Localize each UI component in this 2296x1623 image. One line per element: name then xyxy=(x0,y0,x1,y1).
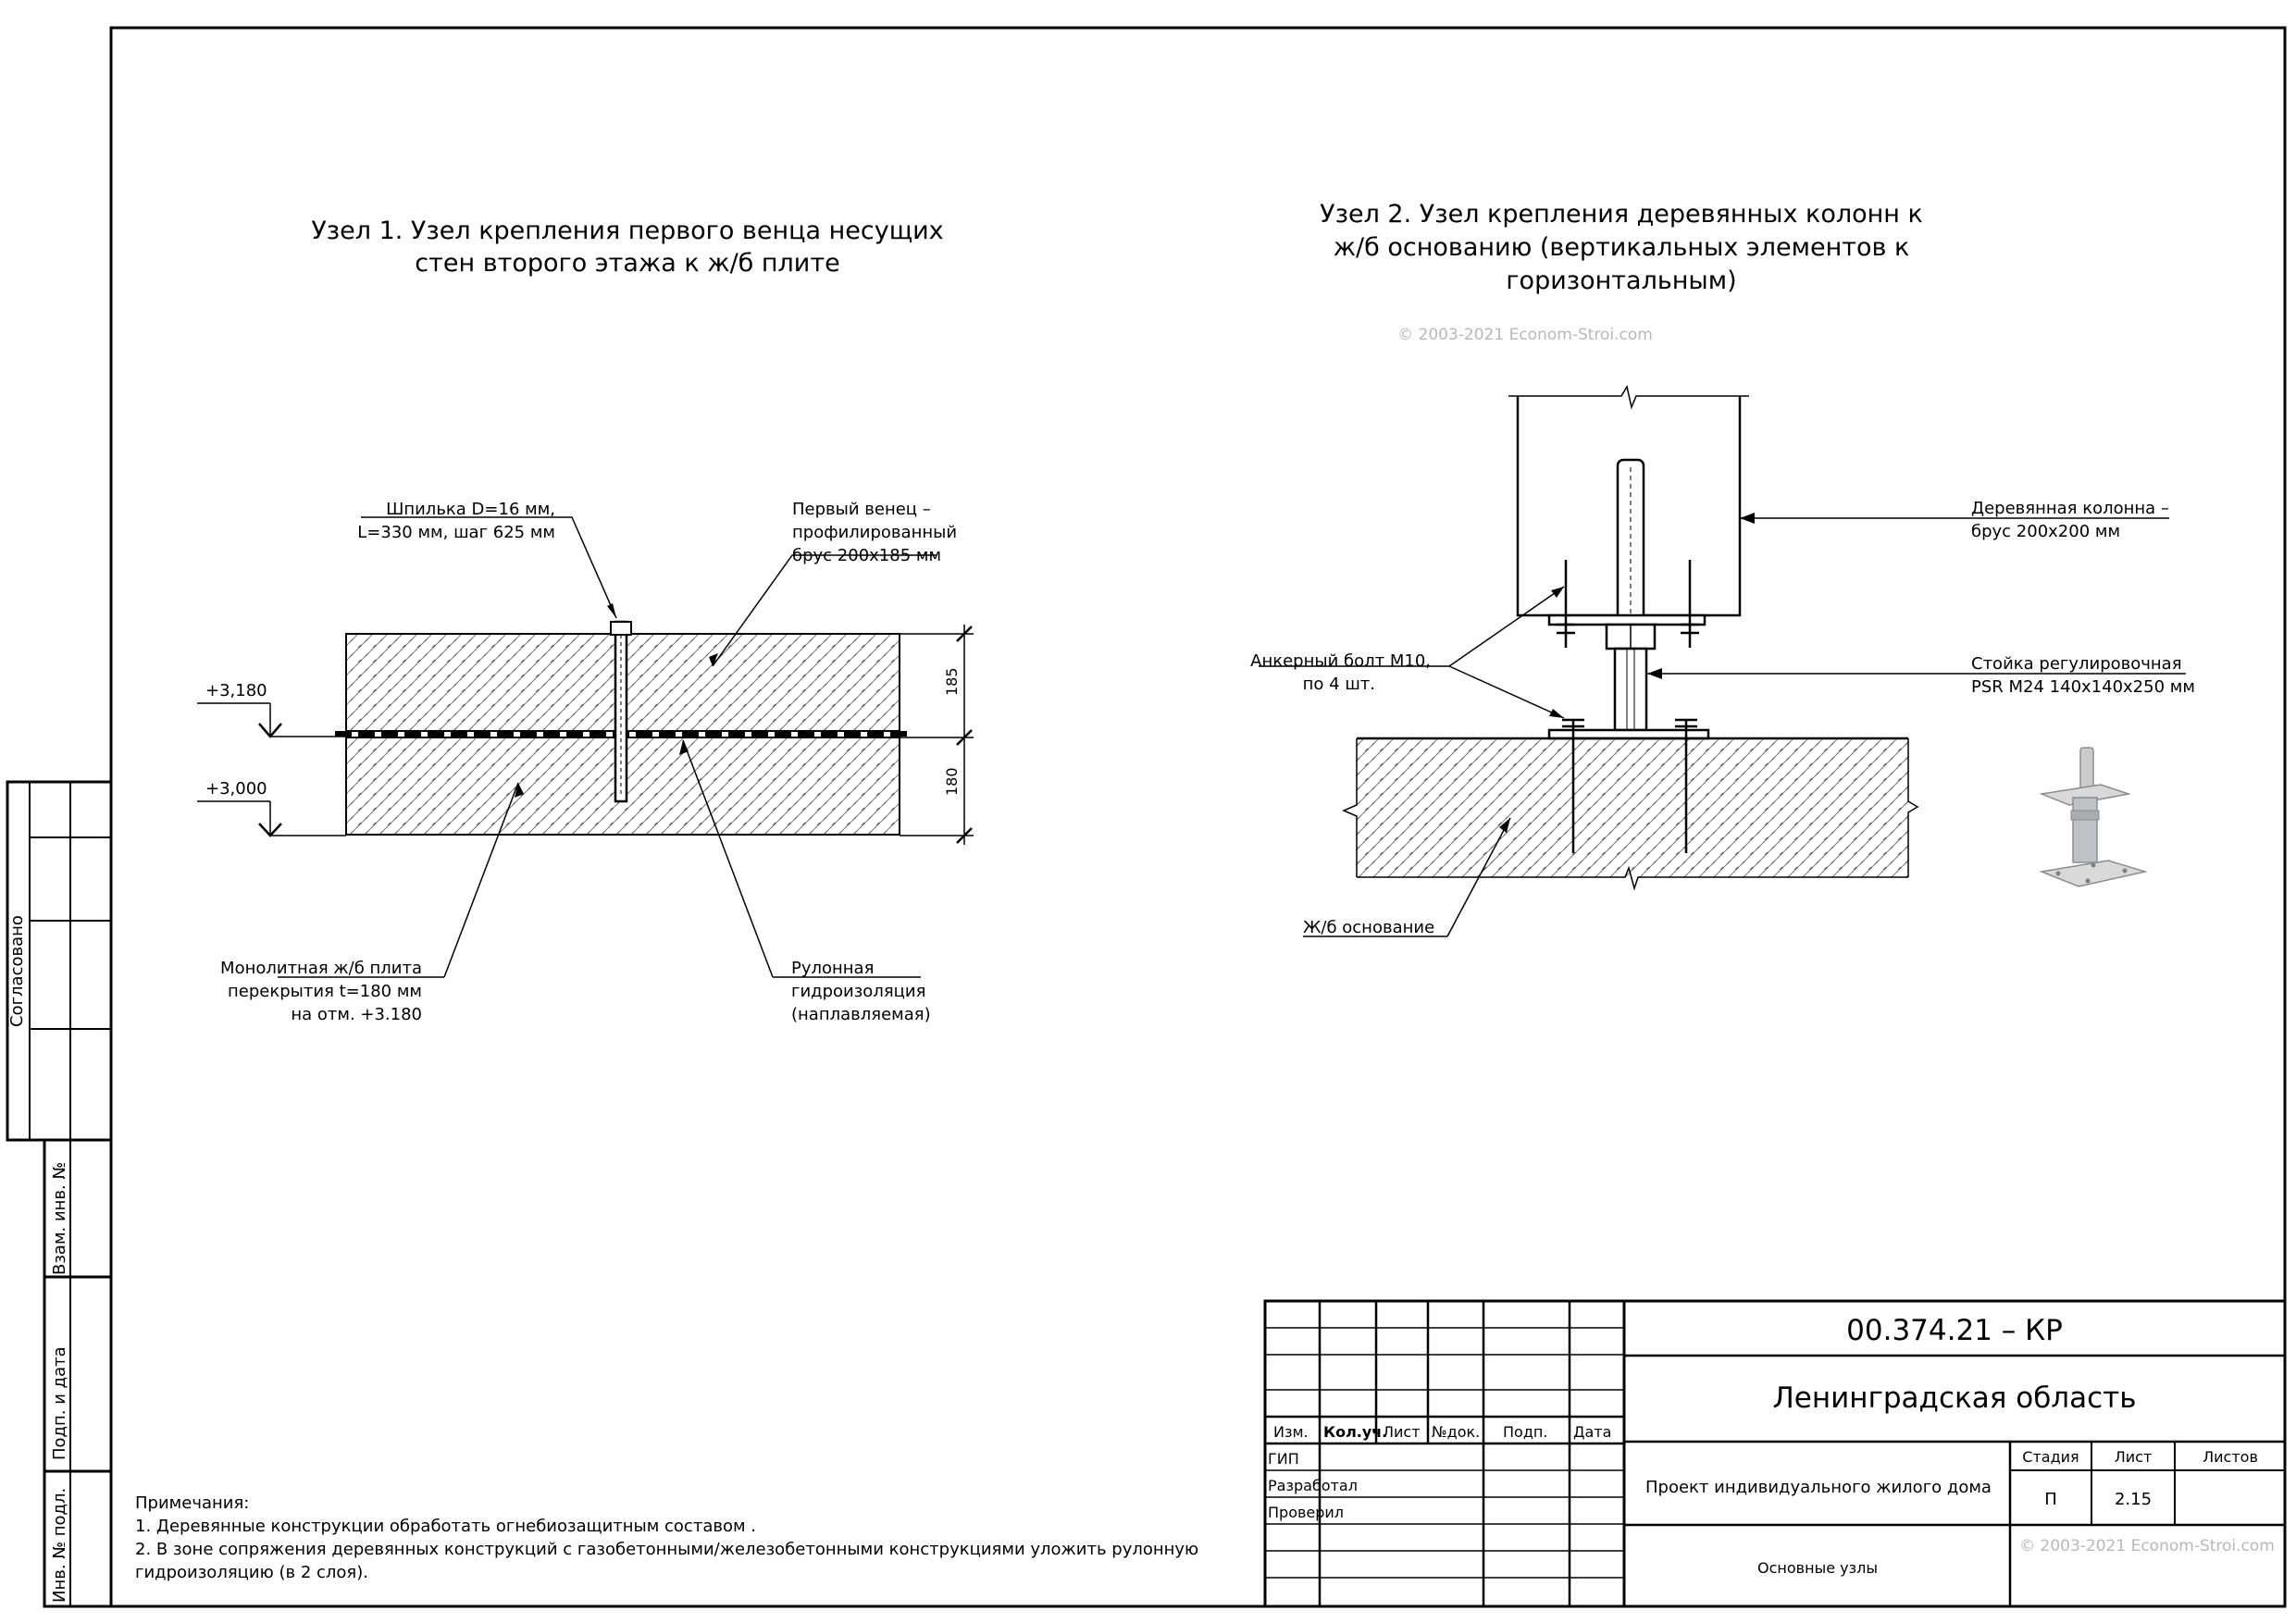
sheet-name: Основные узлы xyxy=(1757,1559,1878,1577)
node2-drawing: Деревянная колонна – брус 200х200 мм Анк… xyxy=(1250,385,2195,937)
watermark-top: © 2003-2021 Econom-Stroi.com xyxy=(1397,326,1653,344)
header-sheet: Лист xyxy=(2115,1448,2153,1466)
stud-label-2: L=330 мм, шаг 625 мм xyxy=(357,523,555,542)
node1-drawing: +3,180 +3,000 185 180 xyxy=(197,500,974,1024)
header-sheets: Листов xyxy=(2203,1448,2258,1466)
notes-heading: Примечания: xyxy=(135,1493,249,1513)
level-bottom: +3,000 xyxy=(205,779,267,799)
node1-title-line1: Узел 1. Узел крепления первого венца нес… xyxy=(311,217,943,245)
anchor-label-1: Анкерный болт М10, xyxy=(1250,651,1431,671)
stage-value: П xyxy=(2044,1490,2057,1509)
column-label-1: Деревянная колонна – xyxy=(1971,499,2169,518)
watermark-title-block: © 2003-2021 Econom-Stroi.com xyxy=(2019,1537,2275,1555)
col-izm: Изм. xyxy=(1273,1423,1309,1441)
slab-label-1: Монолитная ж/б плита xyxy=(220,959,422,978)
role-razrab: Разработал xyxy=(1268,1477,1358,1494)
stud-nut xyxy=(610,621,632,636)
anchor-label-2: по 4 шт. xyxy=(1303,675,1375,694)
title-block xyxy=(1263,1299,2287,1608)
stud-label-1: Шпилька D=16 мм, xyxy=(386,500,555,519)
node2-title: Узел 2. Узел крепления деревянных колонн… xyxy=(1320,200,1923,295)
first-crown-label-3: брус 200х185 мм xyxy=(792,546,941,565)
dim-180: 180 xyxy=(943,767,961,796)
node1-title: Узел 1. Узел крепления первого венца нес… xyxy=(311,217,943,278)
col-list: Лист xyxy=(1383,1423,1421,1441)
slab-label-2: перекрытия t=180 мм xyxy=(228,982,422,1001)
support-label-1: Стойка регулировочная xyxy=(1971,654,2182,674)
notes: Примечания: 1. Деревянные конструкции об… xyxy=(135,1493,1198,1582)
waterproofing-label-1: Рулонная xyxy=(791,959,874,978)
first-crown-label-1: Первый венец – xyxy=(792,500,931,519)
waterproofing-label-3: (наплавляемая) xyxy=(791,1005,931,1024)
column-label-2: брус 200х200 мм xyxy=(1971,522,2120,541)
role-gip: ГИП xyxy=(1268,1450,1299,1468)
stamp-inv: Инв. № подл. xyxy=(50,1488,69,1603)
sheet-value: 2.15 xyxy=(2115,1490,2152,1509)
doc-code: 00.374.21 – КР xyxy=(1846,1314,2063,1347)
base-label: Ж/б основание xyxy=(1303,918,1434,937)
slab-label-3: на отм. +3.180 xyxy=(291,1005,422,1024)
col-kol: Кол.уч. xyxy=(1323,1423,1387,1441)
node2-title-line2: ж/б основанию (вертикальных элементов к xyxy=(1334,233,1910,262)
role-proveril: Проверил xyxy=(1268,1504,1344,1521)
left-stamp xyxy=(6,780,113,1608)
node2-title-line3: горизонтальным) xyxy=(1506,266,1736,295)
stamp-vzam: Взам. инв. № xyxy=(50,1162,69,1275)
col-data: Дата xyxy=(1573,1423,1611,1441)
post-support-image xyxy=(2039,747,2148,887)
project-name: Проект индивидуального жилого дома xyxy=(1645,1478,1992,1497)
header-stage: Стадия xyxy=(2022,1448,2079,1466)
concrete-base xyxy=(1357,738,1908,877)
node2-title-line1: Узел 2. Узел крепления деревянных колонн… xyxy=(1320,200,1923,229)
stamp-agreed: Согласовано xyxy=(7,915,27,1027)
stamp-podp: Подп. и дата xyxy=(50,1346,69,1460)
note-3: гидроизоляцию (в 2 слоя). xyxy=(135,1563,368,1582)
level-top: +3,180 xyxy=(205,681,267,700)
waterproofing-label-2: гидроизоляция xyxy=(791,982,925,1001)
note-2: 2. В зоне сопряжения деревянных конструк… xyxy=(135,1540,1198,1559)
node1-title-line2: стен второго этажа к ж/б плите xyxy=(415,249,839,278)
note-1: 1. Деревянные конструкции обработать огн… xyxy=(135,1517,756,1536)
col-podp: Подп. xyxy=(1503,1423,1547,1441)
region: Ленинградская область xyxy=(1773,1381,2137,1415)
col-ndok: №док. xyxy=(1432,1423,1480,1441)
first-crown-label-2: профилированный xyxy=(792,523,957,542)
dim-185: 185 xyxy=(943,667,961,696)
support-label-2: PSR M24 140х140х250 мм xyxy=(1971,677,2195,697)
